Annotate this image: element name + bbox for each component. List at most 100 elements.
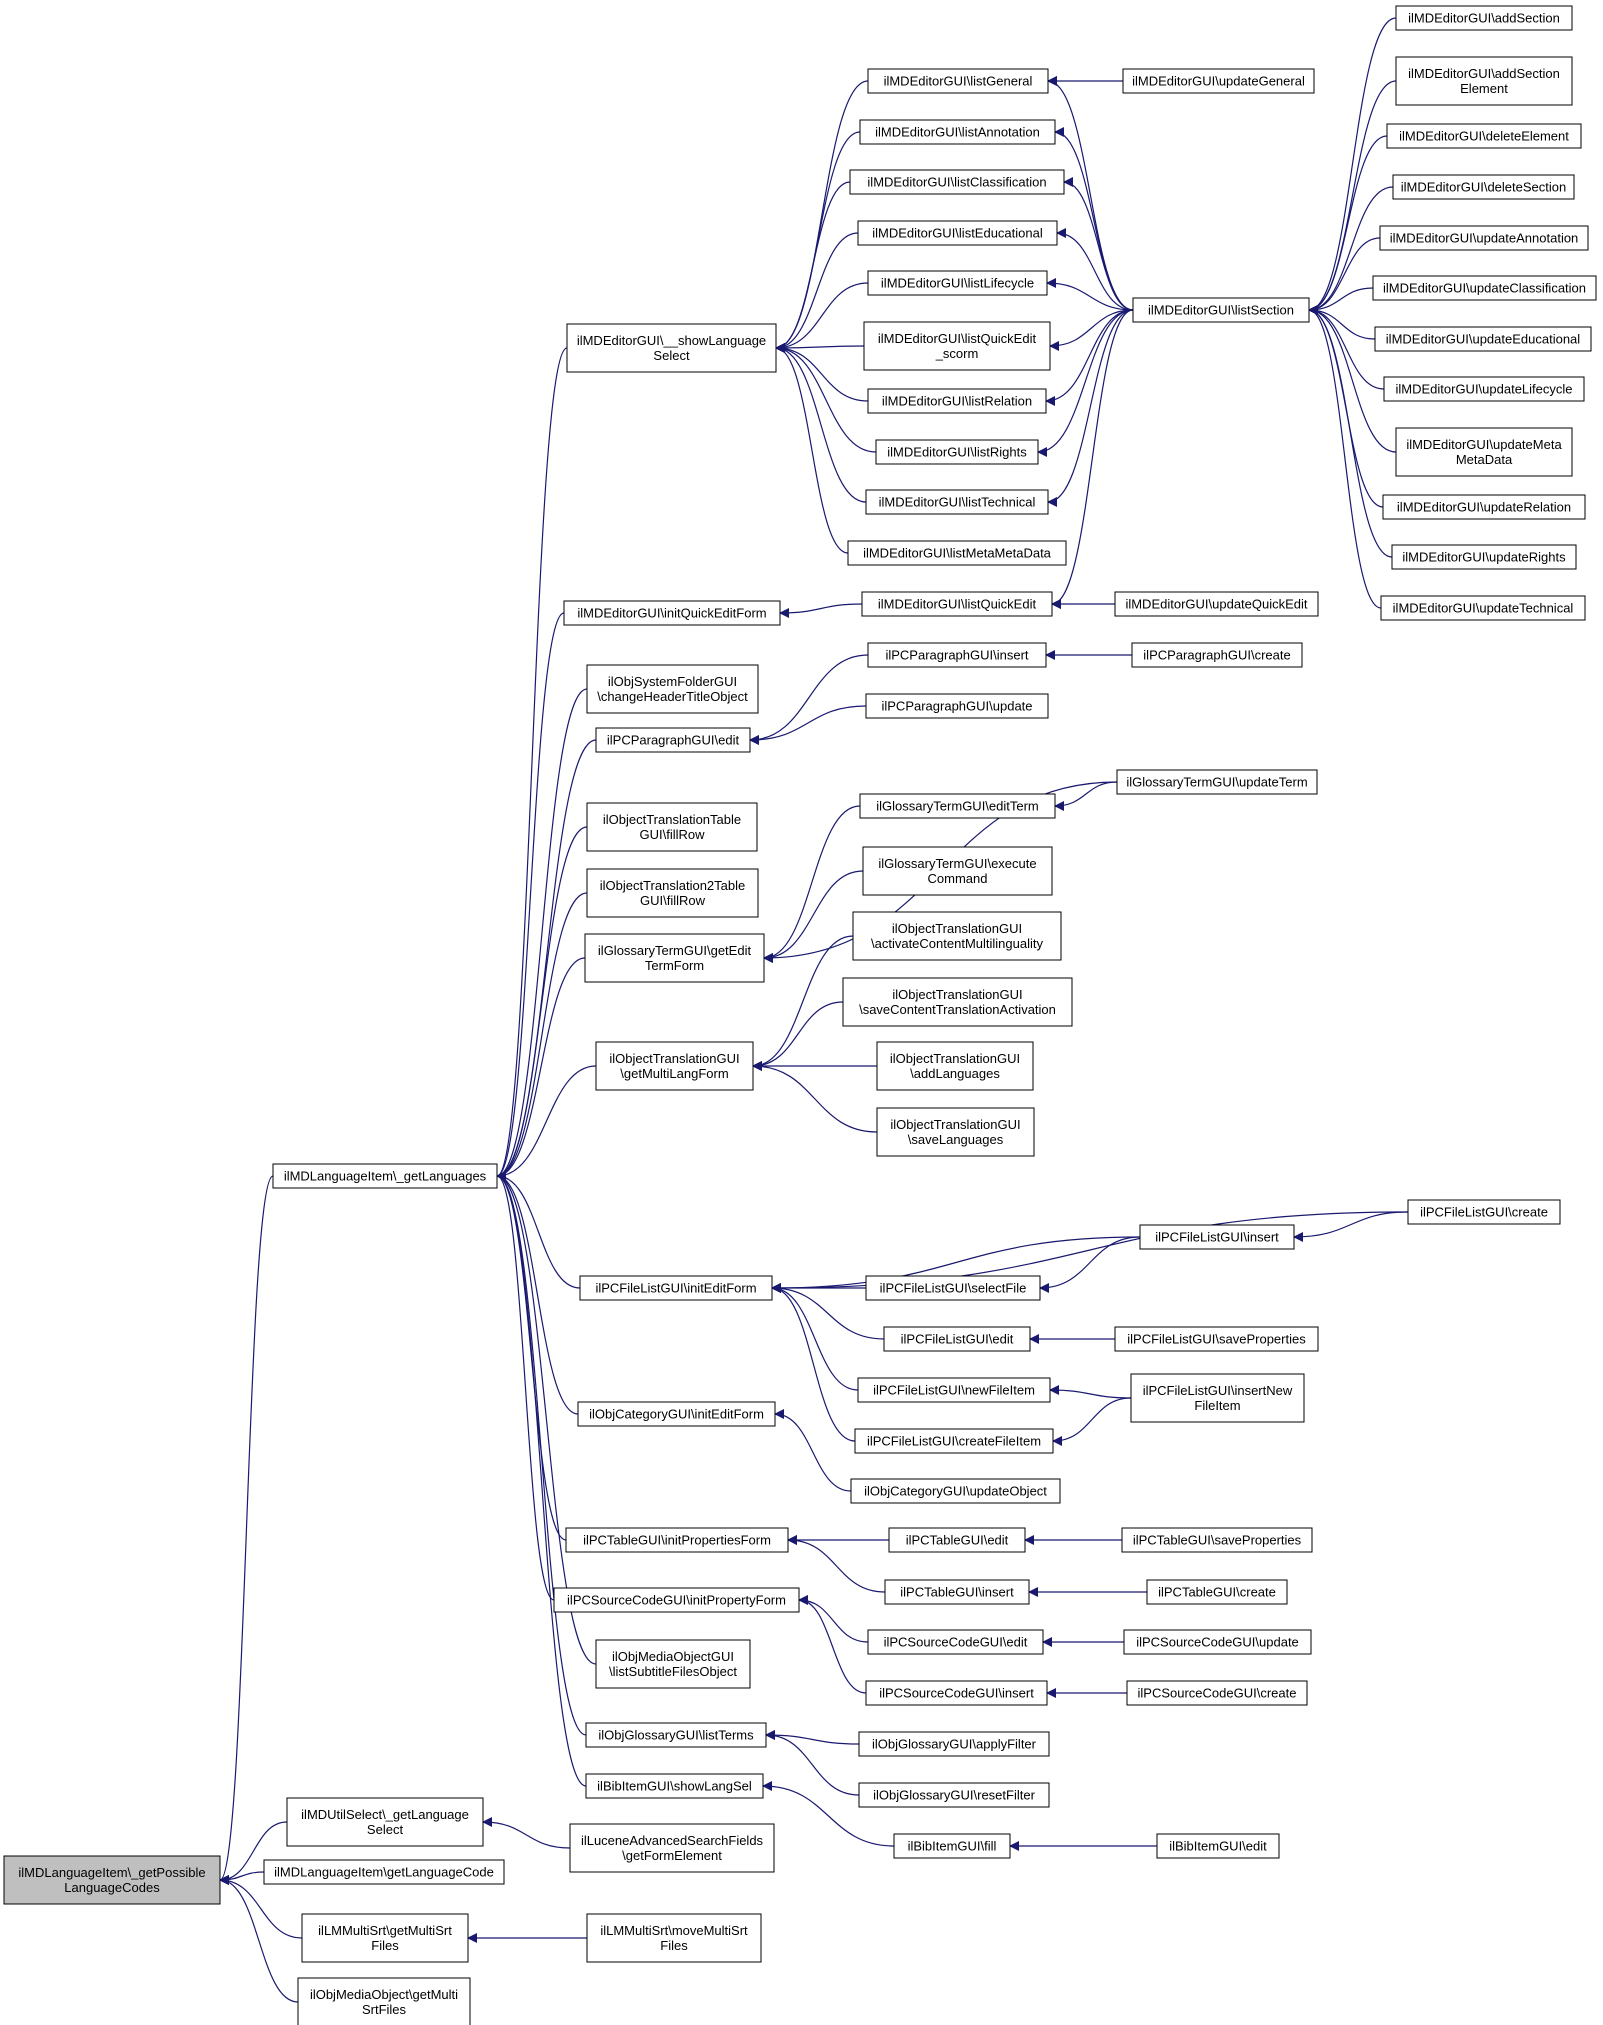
call-edge-list-section-to-list-technical [1047,309,1134,507]
node-label: ilMDEditorGUI\listAnnotation [875,125,1040,140]
node-label: ilPCSourceCodeGUI\edit [884,1635,1028,1650]
function-node-obj-trans-get-multi[interactable]: ilObjectTranslationGUI\getMultiLangForm [595,1041,754,1091]
call-edge-list-section-to-list-classification [1063,177,1134,311]
function-node-update-rights[interactable]: ilMDEditorGUI\updateRights [1391,544,1577,570]
function-node-list-educational[interactable]: ilMDEditorGUI\listEducational [857,220,1058,246]
function-node-gloss-update-term[interactable]: ilGlossaryTermGUI\updateTerm [1116,769,1318,795]
node-label: ilPCParagraphGUI\edit [607,733,740,748]
function-node-list-meta-meta-data[interactable]: ilMDEditorGUI\listMetaMetaData [847,540,1067,566]
function-node-pc-file-edit[interactable]: ilPCFileListGUI\edit [883,1326,1031,1352]
function-node-pc-par-insert[interactable]: ilPCParagraphGUI\insert [867,642,1047,668]
function-node-list-lifecycle[interactable]: ilMDEditorGUI\listLifecycle [867,270,1048,296]
function-node-obj-trans-save-act[interactable]: ilObjectTranslationGUI\saveContentTransl… [842,977,1073,1027]
node-box [579,1275,773,1301]
function-node-list-quick-edit[interactable]: ilMDEditorGUI\listQuickEdit [861,591,1053,617]
function-node-pc-src-edit[interactable]: ilPCSourceCodeGUI\edit [867,1629,1044,1655]
function-node-pc-file-create[interactable]: ilPCFileListGUI\create [1407,1199,1561,1225]
function-node-list-relation[interactable]: ilMDEditorGUI\listRelation [867,388,1047,414]
function-node-add-section[interactable]: ilMDEditorGUI\addSection [1395,5,1573,31]
function-node-get-language-code[interactable]: ilMDLanguageItem\getLanguageCode [263,1859,505,1885]
function-node-pc-file-init-edit[interactable]: ilPCFileListGUI\initEditForm [579,1275,773,1301]
node-box [884,1579,1030,1605]
function-node-update-annotation[interactable]: ilMDEditorGUI\updateAnnotation [1379,225,1589,251]
function-node-pc-file-select[interactable]: ilPCFileListGUI\selectFile [865,1275,1041,1301]
function-node-init-quick-edit-form[interactable]: ilMDEditorGUI\initQuickEditForm [563,600,781,626]
function-node-pc-table-init-props[interactable]: ilPCTableGUI\initPropertiesForm [565,1527,789,1553]
node-label: ilObjCategoryGUI\updateObject [864,1484,1047,1499]
function-node-list-quick-edit-scorm[interactable]: ilMDEditorGUI\listQuickEdit_scorm [863,321,1051,371]
node-box [1386,123,1582,149]
function-node-delete-element[interactable]: ilMDEditorGUI\deleteElement [1386,123,1582,149]
function-node-pc-src-update[interactable]: ilPCSourceCodeGUI\update [1123,1629,1312,1655]
function-node-pc-src-insert[interactable]: ilPCSourceCodeGUI\insert [865,1680,1048,1706]
node-label: ilMDEditorGUI\listRights [887,445,1027,460]
function-node-bib-edit[interactable]: ilBibItemGUI\edit [1156,1833,1280,1859]
function-node-pc-file-insert[interactable]: ilPCFileListGUI\insert [1139,1224,1295,1250]
call-edge-list-rights-to-show-lang-sel [775,343,877,453]
function-node-pc-table-insert[interactable]: ilPCTableGUI\insert [884,1579,1030,1605]
function-node-pc-src-create[interactable]: ilPCSourceCodeGUI\create [1126,1680,1308,1706]
function-node-gloss-list-terms[interactable]: ilObjGlossaryGUI\listTerms [585,1722,767,1748]
call-edge-obj-trans-activate-to-obj-trans-get-multi [752,935,854,1071]
function-node-update-relation[interactable]: ilMDEditorGUI\updateRelation [1382,494,1586,520]
call-edge-gloss-update-term-to-gloss-edit-term [1054,781,1118,811]
node-box [876,1107,1035,1157]
function-node-pc-par-update[interactable]: ilPCParagraphGUI\update [865,693,1049,719]
function-node-update-classification[interactable]: ilMDEditorGUI\updateClassification [1372,275,1597,301]
function-node-delete-section[interactable]: ilMDEditorGUI\deleteSection [1392,174,1575,200]
function-node-list-general[interactable]: ilMDEditorGUI\listGeneral [867,68,1049,94]
function-node-lucene-adv[interactable]: ilLuceneAdvancedSearchFields\getFormElem… [569,1823,775,1873]
function-node-pc-file-save-props[interactable]: ilPCFileListGUI\saveProperties [1114,1326,1319,1352]
function-node-pc-src-init-prop[interactable]: ilPCSourceCodeGUI\initPropertyForm [553,1587,800,1613]
function-node-obj-cat-update[interactable]: ilObjCategoryGUI\updateObject [850,1478,1061,1504]
function-node-list-classification[interactable]: ilMDEditorGUI\listClassification [849,169,1065,195]
function-node-obj-trans-add-lang[interactable]: ilObjectTranslationGUI\addLanguages [876,1041,1034,1091]
function-node-pc-table-create[interactable]: ilPCTableGUI\create [1146,1579,1288,1605]
function-node-gloss-reset-filter[interactable]: ilObjGlossaryGUI\resetFilter [858,1782,1050,1808]
function-node-update-general[interactable]: ilMDEditorGUI\updateGeneral [1122,68,1315,94]
function-node-pc-file-create-item[interactable]: ilPCFileListGUI\createFileItem [854,1428,1054,1454]
function-node-mob-list-subtitle[interactable]: ilObjMediaObjectGUI\listSubtitleFilesObj… [595,1639,751,1689]
function-node-bib-fill[interactable]: ilBibItemGUI\fill [893,1833,1011,1859]
function-node-obj-cat-init-edit[interactable]: ilObjCategoryGUI\initEditForm [577,1401,776,1427]
function-node-list-rights[interactable]: ilMDEditorGUI\listRights [875,439,1039,465]
function-node-sys-folder[interactable]: ilObjSystemFolderGUI\changeHeaderTitleOb… [586,664,759,714]
function-node-list-technical[interactable]: ilMDEditorGUI\listTechnical [865,489,1049,515]
call-edge-pc-file-edit-to-pc-file-init-edit [771,1283,885,1340]
function-node-pc-par-edit[interactable]: ilPCParagraphGUI\edit [595,727,751,753]
function-node-pc-table-save-props[interactable]: ilPCTableGUI\saveProperties [1121,1527,1313,1553]
function-node-get-languages[interactable]: ilMDLanguageItem\_getLanguages [272,1163,498,1189]
function-node-update-quick-edit[interactable]: ilMDEditorGUI\updateQuickEdit [1114,591,1319,617]
function-node-obj-trans-save-lang[interactable]: ilObjectTranslationGUI\saveLanguages [876,1107,1035,1157]
function-node-bib-show-lang-sel[interactable]: ilBibItemGUI\showLangSel [585,1773,764,1799]
function-node-gloss-edit-term[interactable]: ilGlossaryTermGUI\editTerm [859,793,1056,819]
function-node-list-section[interactable]: ilMDEditorGUI\listSection [1132,297,1310,323]
function-node-update-technical[interactable]: ilMDEditorGUI\updateTechnical [1380,595,1586,621]
node-box [867,642,1047,668]
root-function-node[interactable]: ilMDLanguageItem\_getPossibleLanguageCod… [3,1855,221,1905]
function-node-update-educational[interactable]: ilMDEditorGUI\updateEducational [1374,326,1592,352]
function-node-pc-file-new-item[interactable]: ilPCFileListGUI\newFileItem [857,1377,1051,1403]
function-node-update-lifecycle[interactable]: ilMDEditorGUI\updateLifecycle [1383,376,1585,402]
function-node-pc-table-edit[interactable]: ilPCTableGUI\edit [888,1527,1026,1553]
call-edge-bib-show-lang-sel-to-get-languages [496,1171,587,1787]
function-node-list-annotation[interactable]: ilMDEditorGUI\listAnnotation [859,119,1056,145]
function-node-obj-trans-activate[interactable]: ilObjectTranslationGUI\activateContentMu… [852,911,1062,961]
call-edge-obj-cat-init-edit-to-get-languages [496,1171,579,1415]
function-node-pc-par-create[interactable]: ilPCParagraphGUI\create [1131,642,1303,668]
function-node-gloss-apply-filter[interactable]: ilObjGlossaryGUI\applyFilter [858,1731,1050,1757]
nodes-layer: ilMDLanguageItem\_getPossibleLanguageCod… [3,5,1597,2025]
node-box [1156,1833,1280,1859]
